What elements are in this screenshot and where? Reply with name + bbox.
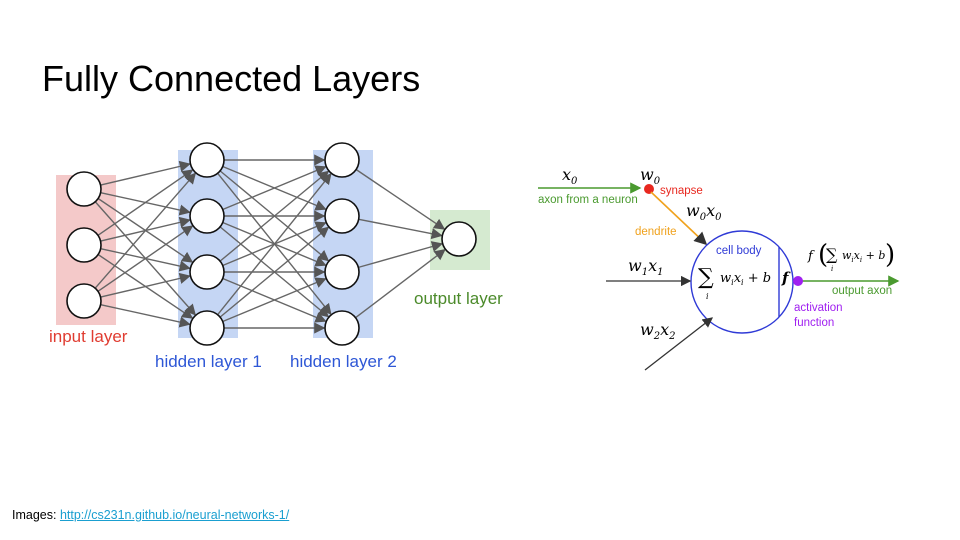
neuron-layer1-3 — [189, 310, 225, 346]
output-axon-label: output axon — [832, 285, 892, 297]
function-label: function — [794, 317, 834, 329]
connection-l2-0-0 — [355, 168, 446, 230]
output-layer-label: output layer — [414, 289, 503, 308]
neural-network-diagram: input layer hidden layer 1 hidden layer … — [49, 142, 503, 371]
hidden-layer-2-band — [313, 150, 373, 338]
w2x2-label: w2x2 — [640, 320, 675, 342]
neuron-layer2-2 — [324, 254, 360, 290]
w2x2-input-line — [644, 317, 714, 371]
dendrite-label: dendrite — [635, 226, 677, 238]
neuron-model-diagram: x0 w0 axon from a neuron synapse w0x0 de… — [538, 165, 900, 371]
dendrite-line — [650, 191, 708, 246]
source-link[interactable]: http://cs231n.github.io/neural-networks-… — [59, 508, 290, 522]
input-layer-label: input layer — [49, 327, 128, 346]
output-formula-index: i — [831, 265, 833, 273]
connection-l1-1-0 — [222, 165, 327, 211]
output-formula-expr: wixi + b — [842, 249, 885, 264]
w0x0-label: w0x0 — [686, 201, 722, 223]
connection-l1-3-0 — [217, 172, 332, 316]
output-formula-lparen: ( — [818, 240, 828, 270]
neuron-layer1-2 — [189, 254, 225, 290]
neuron-layer0-2 — [66, 283, 102, 319]
connection-l0-1-0 — [97, 169, 194, 236]
hidden-layer-1-label: hidden layer 1 — [155, 352, 262, 371]
neuron-layer2-0 — [324, 142, 360, 178]
connection-l0-2-3 — [100, 303, 191, 328]
connection-l2-3-0 — [355, 249, 446, 319]
footer-credit: Images: http://cs231n.github.io/neural-n… — [12, 508, 289, 522]
neuron-layer2-1 — [324, 198, 360, 234]
connection-l2-2-0 — [358, 241, 444, 269]
x0-label: x0 — [562, 165, 578, 187]
neuron-layer1-0 — [189, 142, 225, 178]
connection-l0-2-1 — [97, 225, 194, 292]
connection-l2-1-0 — [358, 218, 443, 240]
connection-l1-3-1 — [219, 226, 330, 318]
w0-label: w0 — [640, 165, 661, 187]
neuron-layer2-3 — [324, 310, 360, 346]
output-formula-f: f — [807, 249, 815, 264]
sum-expression: wixi + b — [720, 271, 771, 287]
sum-symbol: ∑ — [698, 265, 714, 290]
neuron-layer0-1 — [66, 227, 102, 263]
connection-l0-2-0 — [94, 172, 197, 289]
connection-l1-2-0 — [219, 170, 330, 262]
neuron-layer1-1 — [189, 198, 225, 234]
connection-l0-2-2 — [100, 272, 191, 298]
output-formula-rparen: ) — [885, 240, 895, 270]
neuron-layer0-0 — [66, 171, 102, 207]
footer-prefix: Images: — [12, 508, 60, 522]
activation-dot — [793, 276, 803, 286]
f-inside-label: f — [781, 269, 791, 287]
activation-label: activation — [794, 302, 843, 314]
neuron-layer3-0 — [441, 221, 477, 257]
synapse-label: synapse — [660, 185, 703, 197]
axon-from-neuron-label: axon from a neuron — [538, 194, 638, 206]
sum-index: i — [706, 292, 709, 301]
connection-l1-3-2 — [222, 277, 327, 323]
hidden-layer-2-label: hidden layer 2 — [290, 352, 397, 371]
connection-l0-0-0 — [100, 160, 191, 186]
output-formula-sum: ∑ — [826, 245, 838, 264]
w1x1-label: w1x1 — [628, 256, 663, 278]
connections — [94, 154, 446, 334]
slide-title: Fully Connected Layers — [42, 58, 421, 99]
cell-body-label: cell body — [716, 245, 762, 257]
neurons — [66, 142, 477, 346]
